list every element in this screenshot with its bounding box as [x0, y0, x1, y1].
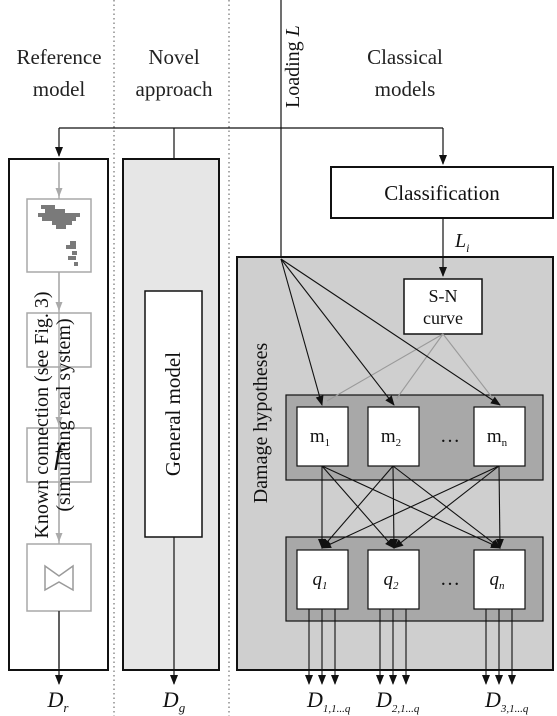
general-model-box — [144, 290, 203, 538]
sn-curve-label-line1: S-N — [428, 286, 457, 306]
histogram-icon — [38, 205, 80, 266]
q-node-2-label: q2 — [384, 569, 400, 592]
general-model-label: General model — [161, 352, 185, 476]
novel-title-line2: approach — [136, 77, 213, 101]
m-node-n-label: mn — [487, 426, 508, 449]
classical-output-3: D3,1...q — [484, 687, 529, 715]
m-node-n — [473, 406, 526, 467]
q-node-n-label: qn — [490, 569, 506, 592]
m-node-1 — [296, 406, 349, 467]
connection-box-1 — [26, 312, 92, 368]
classified-loading: Li — [454, 230, 469, 255]
damage-hypotheses-label: Damage hypotheses — [250, 343, 272, 504]
classical-output-2: D2,1...q — [375, 687, 420, 715]
component-box — [26, 543, 92, 612]
sn-curve-label-line2: curve — [423, 308, 463, 328]
sn-to-m-arrows — [319, 333, 499, 406]
classification-box — [330, 166, 554, 219]
q-node-1-label: q1 — [313, 569, 328, 592]
m-node-2 — [367, 406, 420, 467]
novel-title-line1: Novel — [148, 45, 199, 69]
q-node-1 — [296, 549, 349, 610]
simulating-label: (simulating real system) — [53, 318, 75, 511]
reference-title-line2: model — [33, 77, 86, 101]
q-output-arrows — [305, 609, 516, 685]
component-icon — [44, 564, 74, 592]
classical-title-line1: Classical — [367, 45, 443, 69]
classical-output-1: D1,1...q — [306, 687, 351, 715]
classification-label: Classification — [384, 181, 500, 205]
reference-title-line1: Reference — [16, 45, 101, 69]
loading-to-m-arrows — [280, 258, 501, 406]
classical-title-line2: models — [375, 77, 436, 101]
novel-output: Dg — [162, 687, 186, 715]
q-node-n — [473, 549, 526, 610]
reference-output: Dr — [47, 687, 70, 715]
connection-box-2 — [26, 427, 92, 483]
m-node-2-label: m2 — [381, 426, 401, 449]
q-ellipsis: … — [440, 568, 460, 590]
m-ellipsis: … — [440, 425, 460, 447]
known-connection-label: Known connection (see Fig. 3) — [31, 291, 53, 538]
sn-curve-box — [403, 278, 483, 335]
function-symbol: f — [54, 440, 65, 471]
loading-label: Loading L — [282, 25, 304, 108]
m-node-1-label: m1 — [310, 426, 330, 449]
m-to-q-arrows — [318, 465, 504, 549]
